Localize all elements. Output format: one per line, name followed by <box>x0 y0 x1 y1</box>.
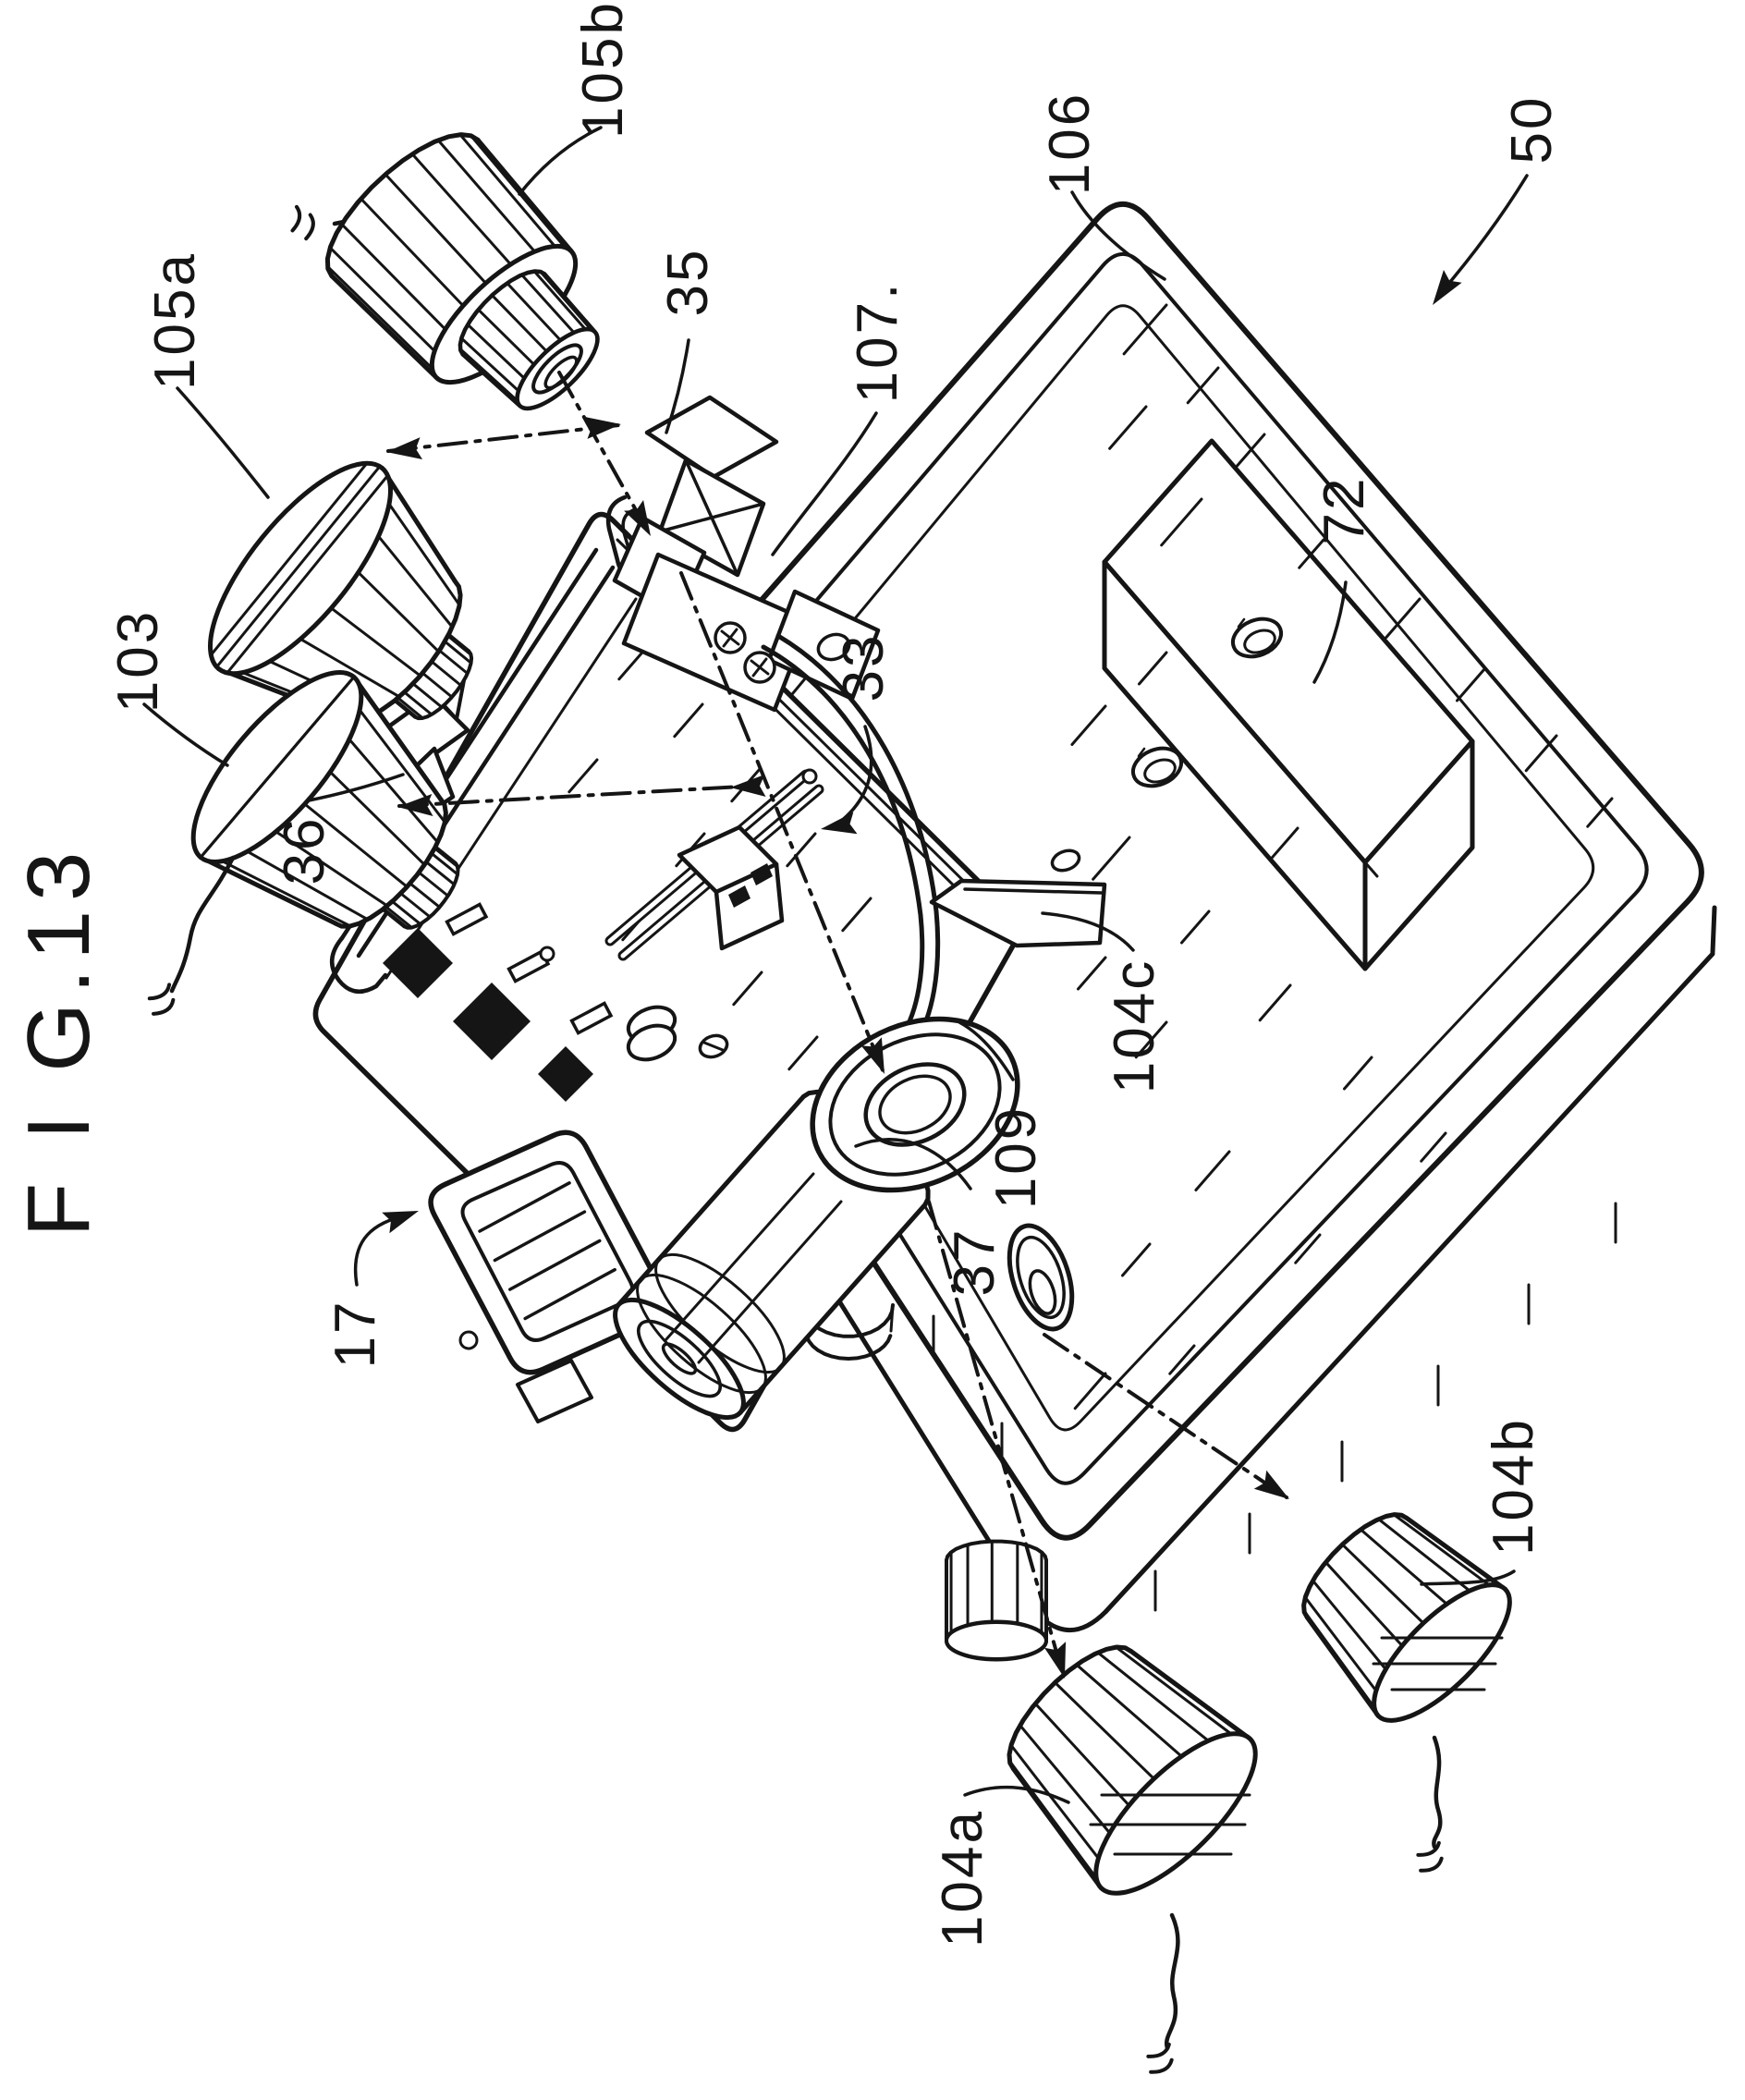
knob-104b <box>1301 1512 1512 1873</box>
mechanism-chassis-17 <box>312 395 1107 1433</box>
label-leader-lines <box>142 126 1529 1804</box>
assembly-axis-lines <box>386 371 1289 1679</box>
knob-105b <box>290 132 600 411</box>
knob-104a <box>1007 1644 1258 2074</box>
